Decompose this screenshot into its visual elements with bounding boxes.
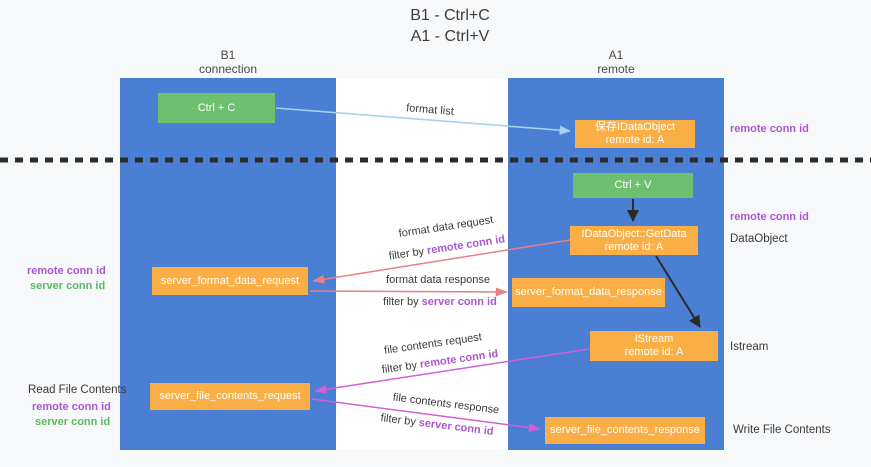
node-save-dataobject-line1: 保存IDataObject bbox=[594, 121, 676, 133]
node-format-request-label: server_format_data_request bbox=[160, 274, 300, 287]
server-conn-id-highlight: server conn id bbox=[421, 296, 497, 308]
node-istream-line2: remote id: A bbox=[624, 346, 684, 358]
filter-by-text: filter by bbox=[383, 296, 419, 308]
arrow-getdata-format-request bbox=[312, 239, 571, 284]
node-istream-line1: IStream bbox=[634, 333, 674, 345]
column-b1-name: B1 bbox=[220, 48, 236, 62]
node-ctrl-c-label: Ctrl + C bbox=[197, 101, 236, 114]
node-server-format-data-request: server_format_data_request bbox=[152, 267, 308, 295]
node-server-format-data-response: server_format_data_response bbox=[512, 278, 665, 307]
node-save-dataobject: 保存IDataObject remote id: A bbox=[575, 120, 695, 148]
node-ctrl-c: Ctrl + C bbox=[158, 93, 275, 123]
label-istream-right: Istream bbox=[730, 341, 769, 353]
arrow-istream-file-request bbox=[314, 348, 590, 394]
column-header-a1: A1 remote bbox=[508, 48, 724, 76]
label-write-file-contents: Write File Contents bbox=[733, 424, 831, 436]
label-server-conn-id-left-2: server conn id bbox=[35, 416, 111, 428]
column-a1-name: A1 bbox=[608, 48, 624, 62]
label-server-conn-id-left-1: server conn id bbox=[30, 280, 106, 292]
node-getdata: IDataObject::GetData remote id: A bbox=[570, 226, 698, 255]
label-read-file-contents: Read File Contents bbox=[28, 384, 127, 396]
node-ctrl-v-label: Ctrl + V bbox=[614, 179, 652, 191]
node-file-response-label: server_file_contents_response bbox=[550, 424, 700, 436]
arrow-format-request-response bbox=[309, 287, 508, 297]
label-remote-conn-id-right-1: remote conn id bbox=[730, 123, 809, 135]
label-format-data-response: format data response bbox=[386, 274, 490, 286]
node-getdata-line2: remote id: A bbox=[604, 240, 664, 253]
arrow-format-list bbox=[275, 107, 571, 135]
node-server-file-contents-response: server_file_contents_response bbox=[545, 417, 705, 444]
column-b1-sub: connection bbox=[198, 62, 258, 76]
node-file-request-label: server_file_contents_request bbox=[159, 390, 301, 402]
label-remote-conn-id-right-2: remote conn id bbox=[730, 211, 809, 223]
column-a1-sub: remote bbox=[597, 62, 635, 76]
node-getdata-line1: IDataObject::GetData bbox=[581, 227, 687, 240]
diagram-title: B1 - Ctrl+C A1 - Ctrl+V bbox=[330, 5, 570, 47]
node-save-dataobject-line2: remote id: A bbox=[605, 134, 665, 146]
label-remote-conn-id-left-2: remote conn id bbox=[32, 401, 111, 413]
column-header-b1: B1 connection bbox=[120, 48, 336, 76]
arrow-getdata-istream bbox=[655, 255, 701, 328]
node-server-file-contents-request: server_file_contents_request bbox=[150, 383, 310, 410]
title-line-1: B1 - Ctrl+C bbox=[410, 7, 490, 24]
title-line-2: A1 - Ctrl+V bbox=[410, 28, 490, 45]
arrow-file-request-response bbox=[311, 398, 541, 432]
node-format-response-label: server_format_data_response bbox=[515, 286, 662, 298]
node-istream: IStream remote id: A bbox=[590, 331, 718, 361]
label-dataobject: DataObject bbox=[730, 233, 788, 245]
node-ctrl-v: Ctrl + V bbox=[573, 173, 693, 198]
label-remote-conn-id-left-1: remote conn id bbox=[27, 265, 106, 277]
